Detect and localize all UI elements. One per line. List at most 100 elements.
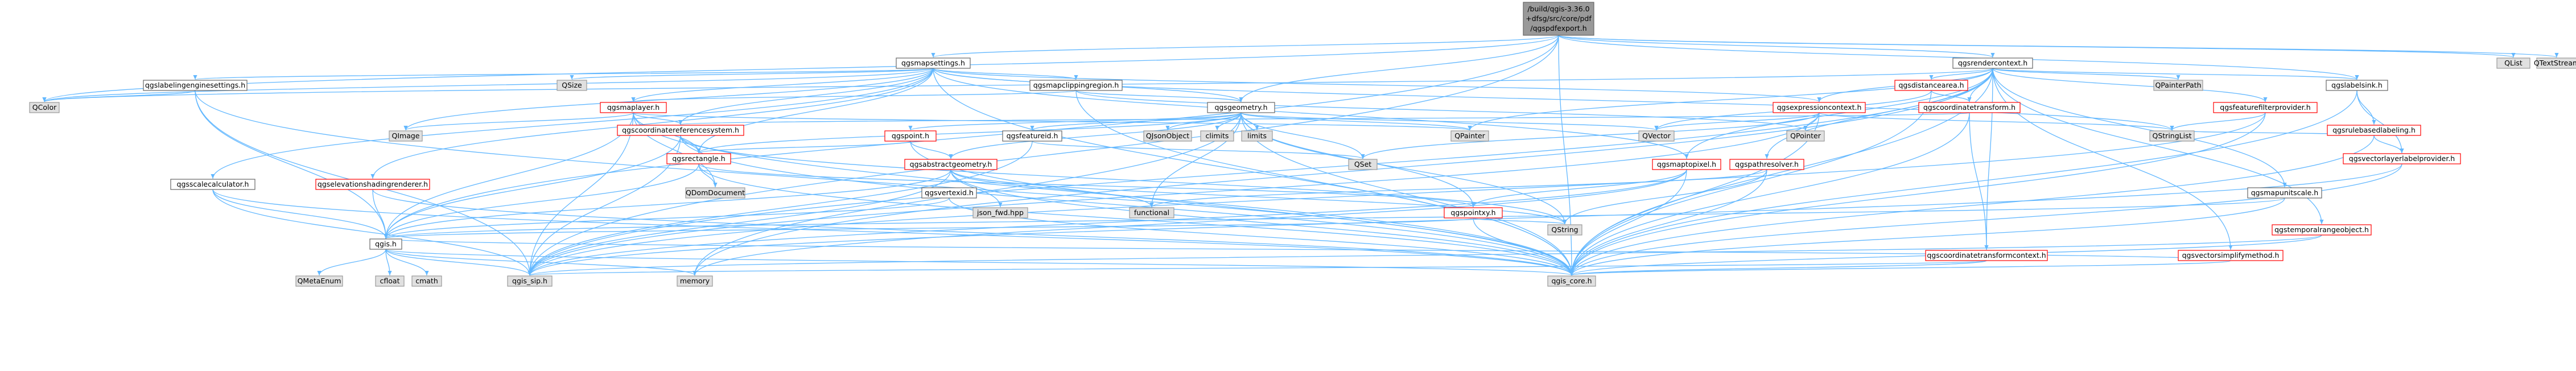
graph-node-qgslabelsink[interactable]: qgslabelsink.h [2326,80,2388,91]
edge-qgsrectangle-to-qgis [384,163,699,239]
graph-node-qgselevationshadingrenderer[interactable]: qgselevationshadingrenderer.h [315,179,430,190]
graph-node-qgsvectorsimplifymethod[interactable]: qgsvectorsimplifymethod.h [2178,250,2284,261]
edge-qgscoordinatereferencesystem-to-QString [680,135,1567,225]
edge-qgsvectorsimplifymethod-to-qgis [384,238,2231,261]
graph-node-label: qgspathresolver.h [1735,160,1799,168]
graph-node-cfloat: cfloat [375,275,405,287]
edge-qgsgeometry-to-qgsrectangle [696,112,1242,154]
edge-qgsmaplayer-to-qgis [384,112,634,239]
graph-node-qgsabstractgeometry[interactable]: qgsabstractgeometry.h [904,159,998,170]
edge-root-to-QColor [42,35,1559,102]
edge-root-to-qgis [384,35,1559,239]
root-node: /build/qgis-3.36.0 +dfsg/src/core/pdf /q… [1523,2,1594,36]
graph-node-qgspointxy[interactable]: qgspointxy.h [1444,207,1503,219]
graph-node-label: qgscoordinatetransform.h [1923,103,2016,112]
edge-root-to-QTextStream [1558,35,2558,58]
graph-node-qgsvertexid[interactable]: qgsvertexid.h [921,187,977,199]
graph-node-qgspoint[interactable]: qgspoint.h [884,130,937,142]
graph-node-label: qgsfeaturefilterprovider.h [2220,103,2310,112]
edge-qgslabelingenginesettings-to-qgis [195,90,388,239]
graph-node-functional: functional [1129,207,1174,219]
edge-qgsgeometry-to-functional [1149,112,1242,208]
edge-qgsfeatureid-to-qgis_sip [527,141,1033,276]
node-layer: /build/qgis-3.36.0 +dfsg/src/core/pdf /q… [29,2,2576,287]
edge-qgscoordinatetransform-to-qgscoordinatereferencesystem [679,112,1970,125]
edge-qgsgeometry-to-QPainter [1240,112,1472,131]
graph-node-qgsexpressioncontext[interactable]: qgsexpressioncontext.h [1773,102,1866,113]
graph-node-climits: climits [1200,130,1234,142]
graph-node-qgscoordinatetransform[interactable]: qgscoordinatetransform.h [1918,102,2021,113]
graph-node-qgsfeaturefilterprovider[interactable]: qgsfeaturefilterprovider.h [2213,102,2318,113]
graph-node-qgsfeatureid[interactable]: qgsfeatureid.h [1002,130,1062,142]
graph-node-qgsmapunitscale[interactable]: qgsmapunitscale.h [2247,187,2322,199]
edge-qgspathresolver-to-QString [1563,169,1767,225]
edge-qgsrulebasedlabeling-to-qgis_core [1569,135,2375,276]
graph-node-label: qgscoordinatetransformcontext.h [1927,251,2046,259]
edge-qgsmapclippingregion-to-QPointer [1075,90,1808,131]
graph-node-qpainterpath: QPainterPath [2153,80,2203,91]
edge-qgsmapsettings-to-qgslabelingenginesettings [193,68,934,80]
graph-node-json-fwd: json_fwd.hpp [972,207,1028,219]
graph-node-qgsscalecalculator[interactable]: qgsscalecalculator.h [170,179,255,190]
edge-qgscoordinatereferencesystem-to-qgis_core [680,135,1574,276]
graph-node-label: qgsvectorsimplifymethod.h [2182,251,2280,259]
edge-qgspathresolver-to-functional [1149,169,1767,208]
graph-node-qgspathresolver[interactable]: qgspathresolver.h [1729,159,1804,170]
graph-node-label: cfloat [380,277,400,285]
edge-qgsmaplayer-to-qgis_sip [527,112,634,276]
graph-node-qgsvectorlayerlabelprovider[interactable]: qgsvectorlayerlabelprovider.h [2343,153,2461,164]
edge-qgscoordinatetransform-to-qgscoordinatetransformcontext [1969,112,1989,250]
graph-node-qgis-core: qgis_core.h [1547,275,1596,287]
edge-qgsrulebasedlabeling-to-qgsvectorlayerlabelprovider [2373,135,2404,154]
graph-node-qgsgeometry[interactable]: qgsgeometry.h [1207,102,1275,113]
edge-qgis-to-memory [385,249,697,276]
edge-qgsdistancearea-to-qgscoordinatetransform [1931,90,1972,102]
edge-qgscoordinatetransform-to-qgis_core [1569,112,1970,276]
graph-node-qdomdocument: QDomDocument [685,187,745,199]
graph-node-label: QTextStream [2534,59,2576,67]
graph-node-label: qgsmaptopixel.h [1657,160,1716,168]
graph-node-label: json_fwd.hpp [976,208,1024,217]
edge-qgscoordinatetransformcontext-to-qgis_sip [529,260,1987,276]
edge-qgsmaplayer-to-QImage [403,112,634,131]
graph-node-label: qgsvectorlayerlabelprovider.h [2349,154,2455,163]
edge-qgsrectangle-to-qgis_core [698,163,1574,276]
graph-node-label: QPainterPath [2155,81,2201,89]
graph-node-label: QImage [392,131,420,140]
edge-qgsrendercontext-to-qgscoordinatetransformcontext [1984,68,1993,250]
graph-node-qgsdistancearea[interactable]: qgsdistancearea.h [1894,80,1968,91]
edge-qgsvertexid-to-qgis [384,197,950,239]
edge-qgis-to-qgis_sip [385,249,532,276]
edge-qgsgeometry-to-qgsfeatureid [1030,112,1242,131]
edge-qgsrendercontext-to-qgsvectorsimplifymethod [1992,68,2233,250]
graph-node-label: qgslabelsink.h [2331,81,2383,89]
graph-node-qgsrectangle[interactable]: qgsrectangle.h [666,153,731,164]
edge-qgsdistancearea-to-qgis_core [1569,90,1932,276]
edge-qgsgeometry-to-QVector [1240,112,1659,131]
graph-node-qgsmaplayer[interactable]: qgsmaplayer.h [600,102,667,113]
graph-node-qgscoordinatetransformcontext[interactable]: qgscoordinatetransformcontext.h [1925,250,2048,261]
graph-node-qgsrendercontext[interactable]: qgsrendercontext.h [1952,57,2033,69]
edge-qgsrendercontext-to-QColor [43,68,1993,102]
graph-node-qgstemporalrangeobject[interactable]: qgstemporalrangeobject.h [2272,224,2372,236]
edge-qgsmapclippingregion-to-qgsgeometry [1075,90,1243,102]
graph-node-qgscoordinatereferencesystem[interactable]: qgscoordinatereferencesystem.h [617,125,744,136]
edge-qgsmapsettings-to-qgsscalecalculator [211,68,934,179]
graph-node-qgsmapclippingregion[interactable]: qgsmapclippingregion.h [1029,80,1123,91]
graph-node-label: QJsonObject [1146,131,1189,140]
edge-qgscoordinatereferencesystem-to-qgis [384,135,681,239]
graph-node-qgsmapsettings[interactable]: qgsmapsettings.h [896,57,971,69]
edge-qgsmapsettings-to-qgsmaplayer [631,68,934,102]
edge-qgsrendercontext-to-memory [693,68,1993,276]
graph-node-label: QPainter [1454,131,1485,140]
graph-node-qgsmaptopixel[interactable]: qgsmaptopixel.h [1652,159,1721,170]
graph-node-qgis[interactable]: qgis.h [369,238,402,250]
root-label-line-3: /qgspdfexport.h [1530,24,1586,32]
edge-qgsvectorsimplifymethod-to-qgis_core [1570,260,2231,276]
edge-qgspointxy-to-qgis_core [1473,217,1574,276]
graph-node-memory: memory [677,275,713,287]
edge-qgsmaptopixel-to-qgspointxy [1471,169,1687,208]
graph-node-qgsrulebasedlabeling[interactable]: qgsrulebasedlabeling.h [2327,125,2421,136]
graph-node-qgslabelingenginesettings[interactable]: qgslabelingenginesettings.h [143,80,248,91]
